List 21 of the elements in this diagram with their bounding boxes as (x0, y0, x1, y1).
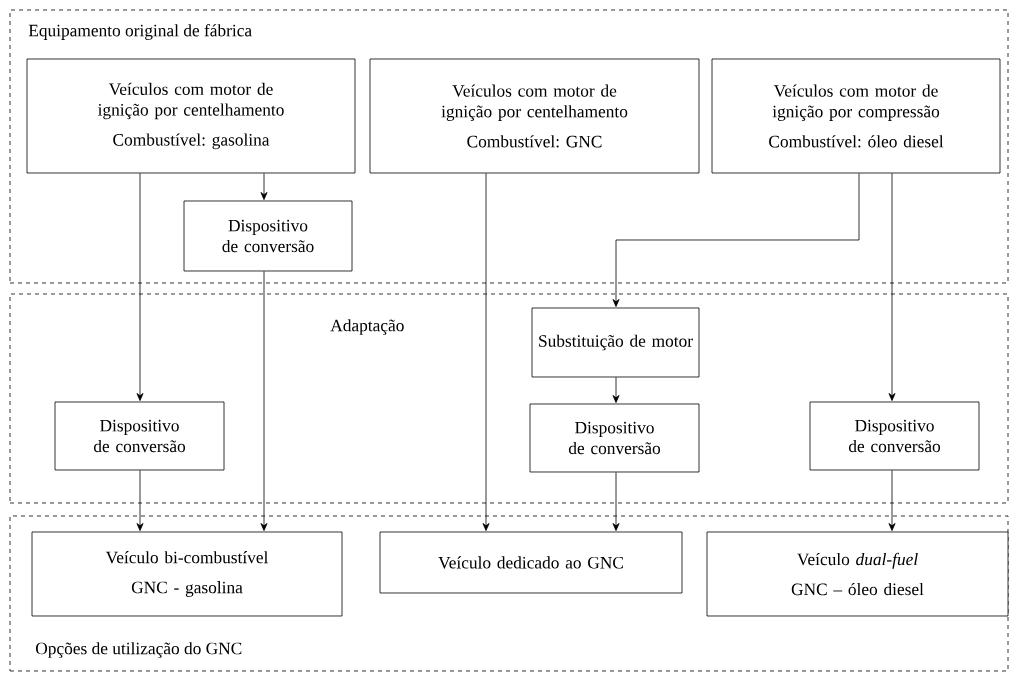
process-box: Dispositivo de conversão (54, 401, 225, 471)
process-box: Dispositivo de conversão (529, 403, 700, 473)
process-box: Veículo dedicado ao GNC (379, 531, 683, 594)
process-box: Dispositivo de conversão (183, 200, 353, 272)
arrow (260, 173, 268, 200)
arrow (136, 470, 144, 531)
arrow (612, 377, 620, 403)
arrow (612, 173, 860, 307)
process-box: Veículo dual-fuel GNC – óleo diesel (706, 531, 1009, 617)
arrow (888, 173, 896, 401)
arrow (888, 470, 896, 531)
process-box: Veículos com motor de ignição por compressão Combustível: óleo diesel (711, 58, 1001, 174)
process-box: Substituição de motor (531, 307, 700, 378)
arrow (482, 173, 490, 531)
arrow (612, 472, 620, 531)
arrow (260, 271, 268, 531)
process-box: Veículos com motor de ignição por centelhamento Combustível: GNC (369, 58, 700, 174)
process-box: Veículo bi-combustível GNC - gasolina (31, 531, 343, 617)
arrow (136, 173, 144, 401)
process-box: Veículos com motor de ignição por centelhamento Combustível: gasolina (26, 58, 356, 174)
process-box: Dispositivo de conversão (809, 401, 980, 471)
